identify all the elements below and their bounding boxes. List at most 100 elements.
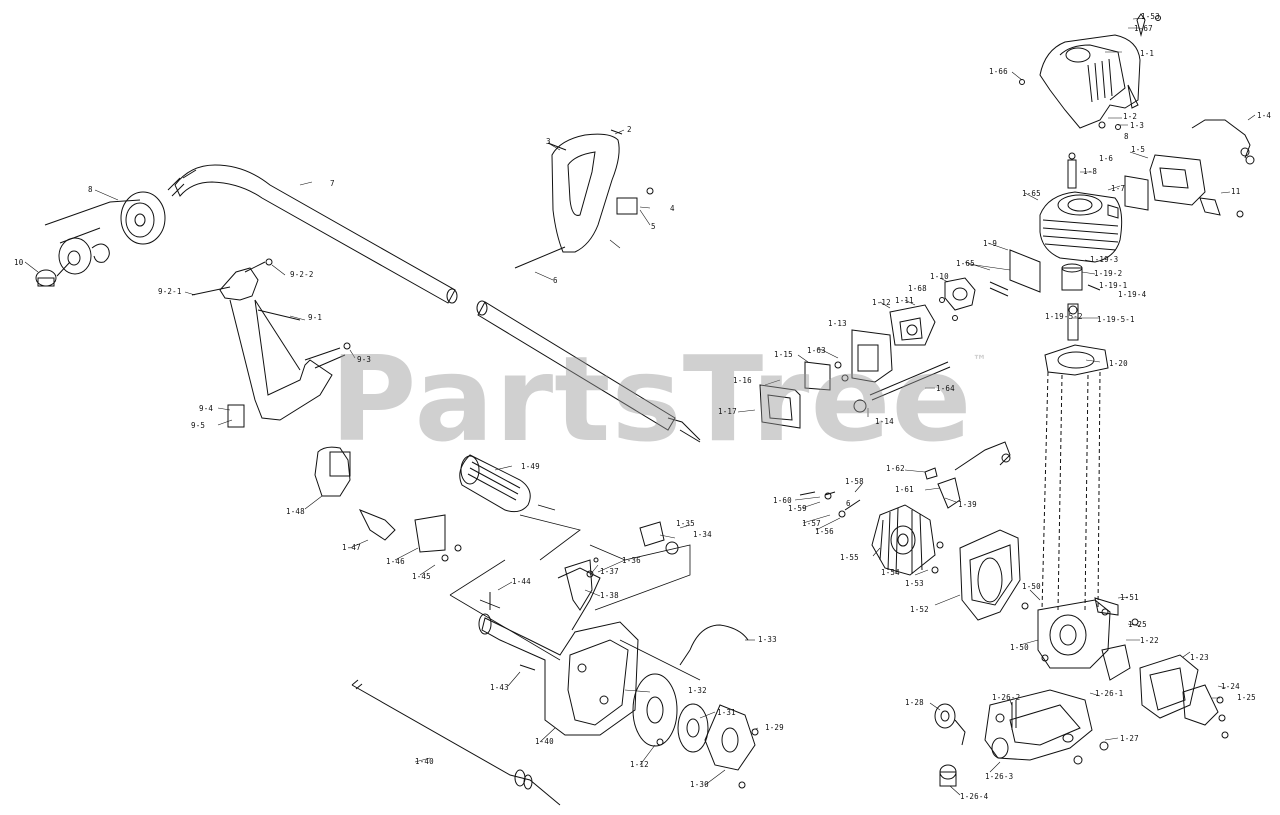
callout-1-31: 1-31 <box>717 708 736 717</box>
callout-1-47: 1-47 <box>342 543 361 552</box>
callout-1-62: 1-62 <box>886 464 905 473</box>
throttle-cable-1-40 <box>352 680 560 805</box>
guard-2 <box>515 130 653 268</box>
callout-1-19-4: 1-19-4 <box>1118 290 1147 299</box>
callout-1-66b: 1-65 <box>1022 189 1041 198</box>
callout-7: 7 <box>330 179 335 188</box>
callout-9-5: 9-5 <box>191 421 206 430</box>
piston-group <box>1062 264 1100 340</box>
partstree-watermark: PartsTree™ <box>330 340 988 458</box>
callout-1-68: 1-68 <box>908 284 927 293</box>
callout-1-50: 1-50 <box>1022 582 1041 591</box>
callout-1-37: 1-37 <box>600 567 619 576</box>
callout-1-67: 1-67 <box>1134 24 1153 33</box>
callout-1-34: 1-34 <box>693 530 712 539</box>
callout-4: 4 <box>670 204 675 213</box>
callout-1-33: 1-33 <box>758 635 777 644</box>
callout-1-55: 1-55 <box>840 553 859 562</box>
callout-1-6: 1-6 <box>1099 154 1114 163</box>
trademark-symbol: ™ <box>972 353 988 369</box>
callout-1-30: 1-30 <box>690 780 709 789</box>
callout-5: 5 <box>651 222 656 231</box>
callout-1-12: 1-12 <box>872 298 891 307</box>
callout-1-3: 1-3 <box>1130 121 1145 130</box>
throttle-trigger <box>565 522 678 610</box>
callout-1-60: 1-60 <box>773 496 792 505</box>
callout-1-8: 1-8 <box>1083 167 1098 176</box>
callout-1-35: 1-35 <box>676 519 695 528</box>
callout-1-19-2: 1-19-2 <box>1094 269 1123 278</box>
callout-1-2: 1-2 <box>1123 112 1138 121</box>
callout-1-38: 1-38 <box>600 591 619 600</box>
drive-tube-shroud <box>1042 345 1108 610</box>
ignition-coil <box>925 442 1010 508</box>
callout-2: 2 <box>627 125 632 134</box>
callout-1-51: 1-51 <box>1120 593 1139 602</box>
callout-1-22: 1-22 <box>1140 636 1159 645</box>
callout-1-49: 1-49 <box>521 462 540 471</box>
callout-1-26-3: 1-26-3 <box>985 772 1014 781</box>
callout-1-43: 1-43 <box>490 683 509 692</box>
callout-1-19-5-1: 1-19-5-1 <box>1097 315 1135 324</box>
recoil-starter-parts <box>633 625 758 788</box>
cylinder-block <box>1040 153 1122 262</box>
callout-1-65: 1-65 <box>956 259 975 268</box>
callout-1-26-4: 1-26-4 <box>960 792 989 801</box>
callout-8: 8 <box>88 185 93 194</box>
callout-9-3: 9-3 <box>357 355 372 364</box>
callout-9-4: 9-4 <box>199 404 214 413</box>
callout-1-5: 1-5 <box>1131 145 1146 154</box>
callout-1-53: 1-53 <box>1141 12 1160 21</box>
callout-1-59: 1-59 <box>788 504 807 513</box>
handle-9-1 <box>192 259 350 427</box>
callout-8b: 8 <box>1124 132 1129 141</box>
callout-1-52: 1-52 <box>910 605 929 614</box>
callout-1-50b: 1-50 <box>1010 643 1029 652</box>
leader-lines-left <box>25 130 758 785</box>
callout-1-9: 1-9 <box>983 239 998 248</box>
callout-6: 6 <box>553 276 558 285</box>
outer-tube <box>477 301 700 442</box>
callout-9-1: 9-1 <box>308 313 323 322</box>
crankcase-housing <box>479 568 638 735</box>
callout-1-27: 1-27 <box>1120 734 1139 743</box>
callout-3: 3 <box>546 137 551 146</box>
callout-1-25: 1-25 <box>1128 620 1147 629</box>
callout-1-16: 1-16 <box>733 376 752 385</box>
callout-1-40: 1-40 <box>535 737 554 746</box>
callout-1-26-2: 1-26-2 <box>992 693 1021 702</box>
callout-1-13: 1-13 <box>828 319 847 328</box>
crankcase-1-50 <box>1022 598 1138 668</box>
drive-shaft-tube <box>168 165 457 303</box>
callout-1-54: 1-54 <box>881 568 900 577</box>
callout-1-32: 1-32 <box>688 686 707 695</box>
callout-1-36: 1-36 <box>622 556 641 565</box>
air-filter <box>760 330 950 428</box>
callout-1-45: 1-45 <box>412 572 431 581</box>
callout-1-39: 1-39 <box>958 500 977 509</box>
callout-9-2-1: 9-2-1 <box>158 287 182 296</box>
callout-1-19-1: 1-19-1 <box>1099 281 1128 290</box>
callout-1-26-1: 1-26-1 <box>1095 689 1124 698</box>
callout-1-28: 1-28 <box>905 698 924 707</box>
callout-1-57: 1-57 <box>802 519 821 528</box>
callout-1-48: 1-48 <box>286 507 305 516</box>
callout-1-44: 1-44 <box>512 577 531 586</box>
throttle-housing <box>315 447 350 496</box>
callout-1-40b: 1-40 <box>415 757 434 766</box>
callout-1-61: 1-61 <box>895 485 914 494</box>
muffler-1-5 <box>1108 155 1243 218</box>
callout-1-7: 1-7 <box>1111 184 1126 193</box>
callout-9-2-2: 9-2-2 <box>290 270 314 279</box>
callout-1-25b: 1-25 <box>1237 693 1256 702</box>
grip-1-49 <box>460 455 530 512</box>
callout-1-53b: 1-53 <box>905 579 924 588</box>
callout-1-23: 1-23 <box>1190 653 1209 662</box>
callout-1-19-3: 1-19-3 <box>1090 255 1119 264</box>
callout-1-1: 1-1 <box>1140 49 1155 58</box>
callout-10: 10 <box>14 258 24 267</box>
gear-case-parts <box>1102 645 1228 738</box>
watermark-text: PartsTree <box>330 330 973 468</box>
